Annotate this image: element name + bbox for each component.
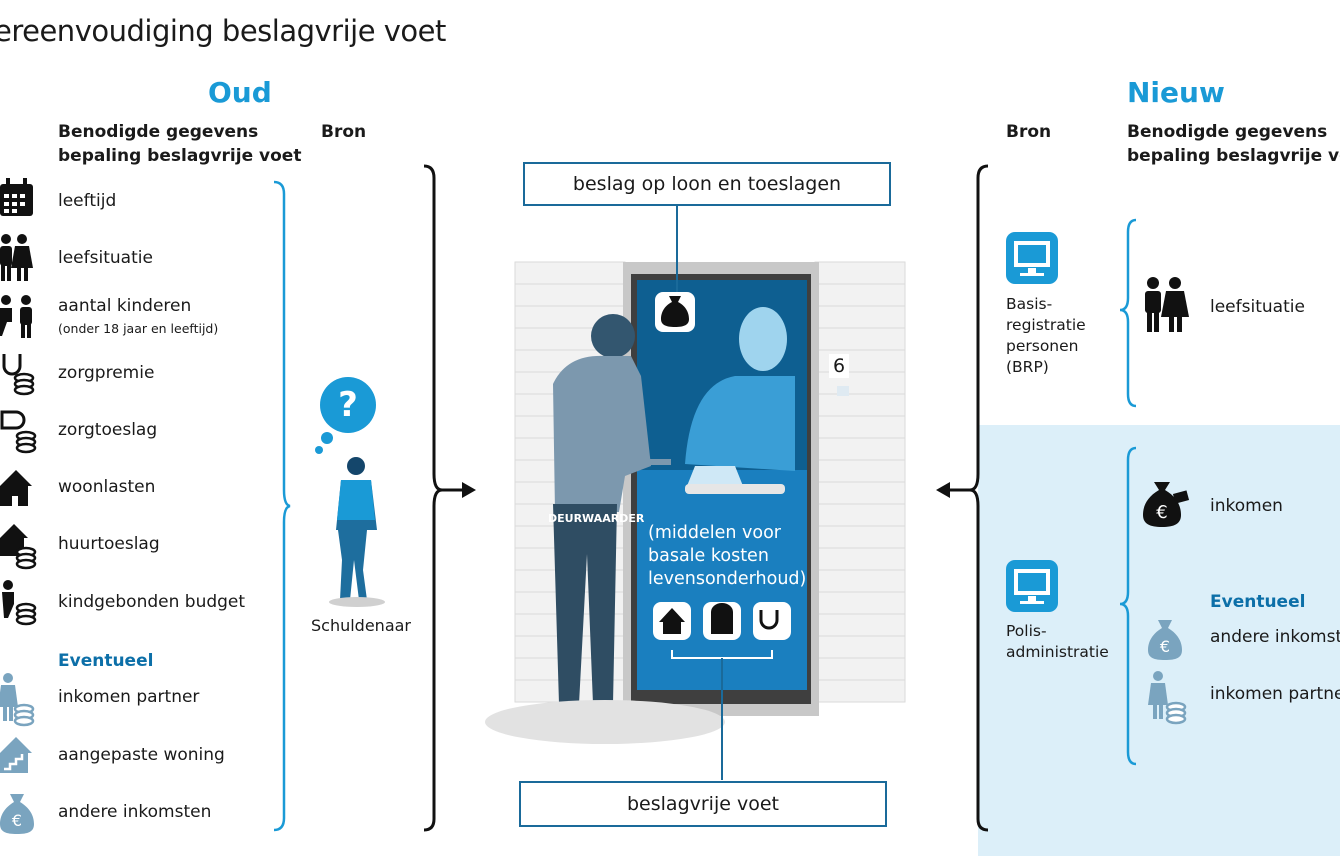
question-mark: ? bbox=[338, 385, 358, 425]
brp-line-1: Basis- bbox=[1006, 295, 1053, 313]
new-required-label-2: bepaling beslagvrije voe bbox=[1127, 146, 1340, 166]
old-item-kinderen: aantal kinderen bbox=[58, 296, 192, 316]
old-optional-heading: Eventueel bbox=[58, 651, 154, 671]
new-source-label: Bron bbox=[1006, 122, 1052, 142]
debtor-figure bbox=[315, 377, 385, 607]
polis-bracket bbox=[1119, 446, 1137, 766]
computer-icon-brp bbox=[1006, 232, 1058, 284]
new-required-label-1: Benodigde gegevens bbox=[1127, 122, 1328, 142]
old-flow-bracket bbox=[423, 164, 476, 832]
money-bag-icon-new: € bbox=[1143, 482, 1190, 527]
old-item-leefsituatie: leefsituatie bbox=[58, 248, 153, 268]
door-text: (middelen voor basale kosten levensonder… bbox=[648, 522, 806, 591]
house-icon bbox=[0, 470, 32, 506]
partner-income-icon-new bbox=[1148, 671, 1187, 725]
partner-income-icon bbox=[0, 673, 35, 727]
old-item-zorgtoeslag: zorgtoeslag bbox=[58, 420, 158, 440]
new-heading: Nieuw bbox=[1127, 76, 1225, 109]
new-item-leefsituatie: leefsituatie bbox=[1210, 297, 1305, 317]
brp-line-2: registratie bbox=[1006, 316, 1086, 334]
old-item-leeftijd: leeftijd bbox=[58, 191, 117, 211]
door-text-line-2: basale kosten bbox=[648, 546, 769, 566]
brp-line-3: personen bbox=[1006, 337, 1079, 355]
bailiff-label: DEURWAARDER bbox=[548, 512, 645, 525]
new-optional-heading: Eventueel bbox=[1210, 592, 1306, 612]
debtor-label: Schuldenaar bbox=[311, 616, 412, 635]
computer-icon-polis bbox=[1006, 560, 1058, 612]
old-opt-inkomen-partner: inkomen partner bbox=[58, 687, 200, 707]
brp-source: Basis- registratie personen (BRP) bbox=[1006, 294, 1086, 378]
svg-text:€: € bbox=[1160, 637, 1170, 656]
svg-text:€: € bbox=[1156, 502, 1167, 523]
top-box: beslag op loon en toeslagen bbox=[523, 162, 891, 206]
svg-text:€: € bbox=[12, 811, 22, 830]
stethoscope-coins-icon bbox=[2, 354, 35, 396]
children-icon bbox=[0, 295, 32, 338]
old-opt-andere-inkomsten: andere inkomsten bbox=[58, 802, 212, 822]
calendar-icon bbox=[0, 178, 33, 216]
old-heading: Oud bbox=[208, 76, 272, 109]
old-required-label-1: Benodigde gegevens bbox=[58, 122, 259, 142]
polis-line-2: administratie bbox=[1006, 643, 1109, 661]
family-icon-new bbox=[1145, 277, 1189, 332]
old-item-zorgpremie: zorgpremie bbox=[58, 363, 155, 383]
new-flow-bracket bbox=[936, 164, 989, 832]
old-required-heading: Benodigde gegevens bepaling beslagvrije … bbox=[58, 120, 301, 168]
old-item-woonlasten: woonlasten bbox=[58, 477, 156, 497]
adapted-house-icon bbox=[0, 737, 32, 773]
bottom-box: beslagvrije voet bbox=[519, 781, 887, 827]
old-required-label-2: bepaling beslagvrije voet bbox=[58, 146, 302, 166]
old-item-huurtoeslag: huurtoeslag bbox=[58, 534, 160, 554]
polis-source: Polis- administratie bbox=[1006, 621, 1109, 663]
money-bag-icon: € bbox=[0, 794, 34, 834]
old-opt-aangepaste-woning: aangepaste woning bbox=[58, 745, 225, 765]
child-coins-icon bbox=[2, 580, 37, 626]
door-text-line-3: levensonderhoud) bbox=[648, 569, 807, 589]
brp-line-4: (BRP) bbox=[1006, 358, 1049, 376]
old-item-kinderen-sub: (onder 18 jaar en leeftijd) bbox=[58, 321, 219, 336]
page-title: ereenvoudiging beslagvrije voet bbox=[0, 14, 446, 48]
new-opt-inkomen-partner: inkomen partner bbox=[1210, 684, 1340, 704]
door-scene bbox=[485, 204, 906, 780]
new-required-heading: Benodigde gegevens bepaling beslagvrije … bbox=[1127, 120, 1340, 168]
new-opt-andere-inkomst: andere inkomst bbox=[1210, 627, 1340, 647]
family-icon bbox=[0, 234, 33, 281]
polis-line-1: Polis- bbox=[1006, 622, 1047, 640]
new-item-inkomen: inkomen bbox=[1210, 496, 1283, 516]
old-item-kindgebonden: kindgebonden budget bbox=[58, 592, 246, 612]
house-number: 6 bbox=[832, 355, 846, 377]
brp-bracket bbox=[1119, 218, 1137, 408]
door-text-line-1: (middelen voor bbox=[648, 523, 781, 543]
old-source-label: Bron bbox=[321, 122, 367, 142]
old-items-bracket bbox=[273, 180, 291, 832]
money-bag-icon-optional: € bbox=[1148, 620, 1182, 660]
health-allowance-icon bbox=[0, 410, 37, 454]
house-coins-icon bbox=[0, 524, 37, 570]
